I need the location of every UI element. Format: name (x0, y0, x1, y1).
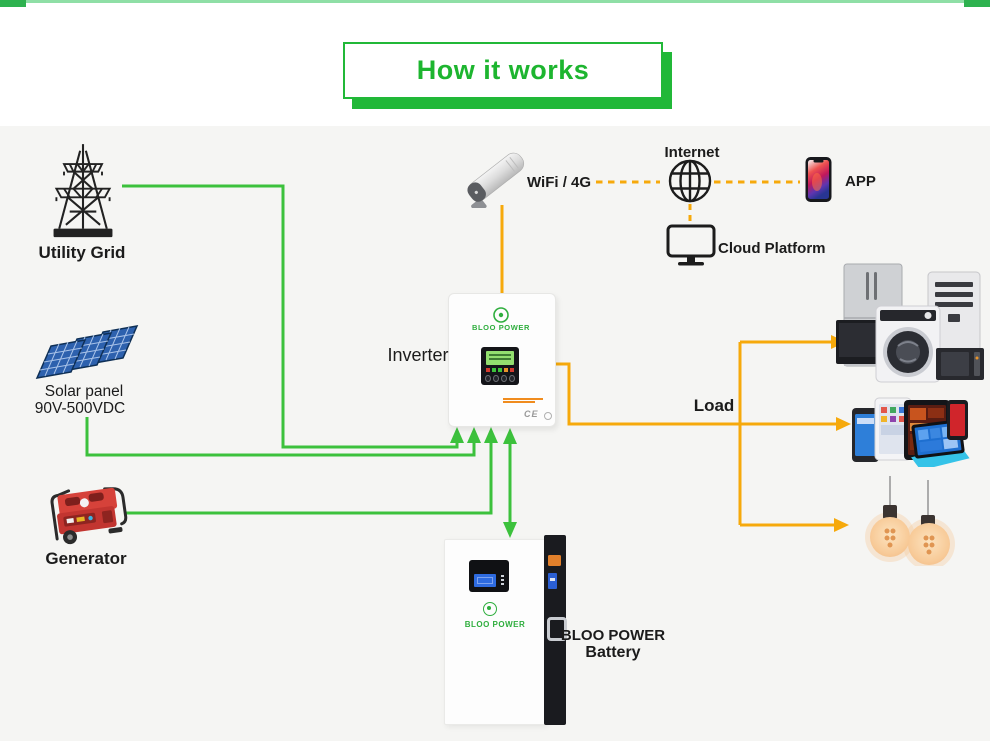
inverter-control-panel (481, 347, 519, 385)
cloud-platform-monitor-icon (666, 224, 716, 266)
inverter-device: BLOO POWER CE (448, 293, 556, 427)
battery-device: BLOO POWER (440, 533, 570, 729)
inverter-model-text (503, 398, 547, 404)
inverter-buttons (485, 375, 515, 382)
light-bulbs-icon (865, 476, 955, 566)
cert-icon (544, 412, 552, 420)
battery-logo-icon (483, 602, 497, 616)
generator-icon (50, 487, 128, 545)
inverter-brand-text: BLOO POWER (471, 323, 531, 332)
cloud-platform-label: Cloud Platform (718, 240, 826, 257)
utility-grid-label: Utility Grid (38, 243, 126, 262)
battery-front-panel: BLOO POWER (444, 539, 546, 725)
battery-side-panel (544, 535, 567, 725)
page-title: How it works (343, 42, 663, 99)
battery-lcd-screen (474, 574, 496, 587)
top-left-corner-accent (0, 0, 26, 7)
battery-handle (547, 617, 567, 641)
inverter-logo-icon (493, 307, 509, 323)
generator-label: Generator (45, 549, 127, 568)
ce-mark: CE (524, 409, 539, 419)
page-title-text: How it works (416, 55, 590, 85)
load-label: Load (693, 396, 735, 415)
inverter-indicator-leds (486, 368, 514, 372)
solar-panel-icon (35, 325, 139, 379)
app-phone-icon (805, 157, 832, 202)
internet-label: Internet (664, 144, 720, 161)
app-label: APP (845, 173, 876, 190)
battery-breaker (548, 573, 557, 589)
solar-panel-voltage-label: 90V-500VDC (34, 400, 126, 417)
top-edge-line (0, 0, 990, 3)
top-right-corner-accent (964, 0, 990, 7)
wifi-label: WiFi / 4G (527, 174, 592, 191)
battery-label-line1: BLOO POWER (560, 627, 666, 644)
battery-display (469, 560, 509, 592)
battery-display-leds (501, 575, 505, 587)
home-appliances-icon (836, 263, 984, 383)
utility-grid-icon (53, 144, 113, 238)
battery-label-line2: Battery (585, 644, 641, 661)
battery-brand-text: BLOO POWER (464, 620, 526, 629)
mobile-devices-icon (852, 397, 970, 467)
inverter-label: Inverter (387, 345, 449, 365)
internet-globe-icon (668, 159, 712, 203)
inverter-lcd-screen (486, 351, 514, 365)
solar-panel-label: Solar panel (44, 383, 124, 400)
battery-connector (548, 555, 561, 566)
wifi-dongle-icon (467, 152, 525, 208)
